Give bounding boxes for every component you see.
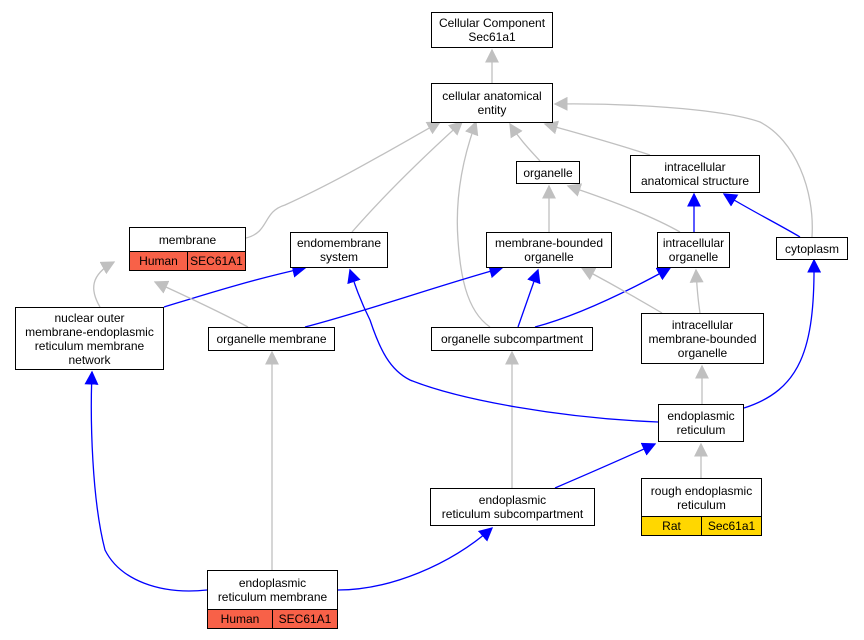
annotation-row: Human SEC61A1 [130, 251, 245, 270]
edge-is-a-orgsub-cae [456, 120, 491, 328]
node-label: organelle [523, 165, 573, 180]
edge-part-of-orgsub-mbo [517, 268, 541, 328]
edge-is-a-cyto-cae [553, 96, 813, 238]
edge-part-of-orgsub-io [534, 267, 672, 328]
node-intracellular-anatomical-structure[interactable]: intracellular anatomical structure [630, 155, 760, 193]
gene-cell: Sec61a1 [701, 517, 761, 535]
edge-is-a-membrane-cae [245, 121, 442, 239]
edge-is-a-imbo-mbo [580, 267, 663, 314]
edge-is-a-endosys-cae [351, 121, 464, 233]
gene-cell: SEC61A1 [187, 252, 245, 270]
edge-is-a-organelle-cae [509, 122, 541, 162]
edge-part-of-er-endosys [347, 268, 659, 423]
node-label: nuclear outer membrane-endoplasmic retic… [25, 310, 154, 367]
node-label: organelle membrane [216, 332, 327, 346]
node-endoplasmic-reticulum[interactable]: endoplasmic reticulum [658, 404, 744, 442]
node-label: Cellular Component Sec61a1 [438, 16, 546, 44]
edge-part-of-nuclear-endosys [163, 263, 307, 308]
node-intracellular-organelle[interactable]: intracellular organelle [657, 232, 730, 268]
edge-is-a-orgmem-membrane [153, 280, 249, 328]
node-cytoplasm[interactable]: cytoplasm [776, 237, 848, 260]
species-cell: Rat [662, 519, 681, 533]
edge-is-a-imbo-io [689, 268, 704, 314]
edge-part-of-ersub-er [554, 442, 657, 489]
node-organelle-membrane[interactable]: organelle membrane [208, 327, 335, 351]
node-endoplasmic-reticulum-membrane[interactable]: endoplasmic reticulum membrane Human SEC… [207, 570, 338, 629]
edge-part-of-ermem-ersub [337, 527, 494, 591]
node-organelle[interactable]: organelle [516, 161, 580, 184]
node-label: endoplasmic reticulum membrane [217, 576, 328, 604]
node-membrane-bounded-organelle[interactable]: membrane-bounded organelle [486, 232, 612, 268]
node-label: endoplasmic reticulum [667, 409, 735, 437]
node-label: cellular anatomical entity [442, 89, 542, 117]
node-cellular-anatomical-entity[interactable]: cellular anatomical entity [431, 83, 553, 123]
node-nuclear-outer-membrane-er-network[interactable]: nuclear outer membrane-endoplasmic retic… [15, 307, 164, 370]
node-label: organelle subcompartment [440, 332, 584, 346]
node-label: membrane-bounded organelle [494, 236, 604, 264]
node-label: cytoplasm [784, 241, 840, 256]
node-intracellular-membrane-bounded-organelle[interactable]: intracellular membrane-bounded organelle [641, 313, 764, 364]
annotation-row: Rat Sec61a1 [642, 516, 761, 535]
node-label: intracellular organelle [662, 236, 725, 264]
species-cell: Human [220, 612, 260, 626]
edges-layer [84, 48, 822, 592]
edge-part-of-er-cyto [743, 258, 822, 409]
gene-cell: SEC61A1 [272, 610, 337, 628]
node-label: intracellular membrane-bounded organelle [648, 317, 757, 360]
node-membrane[interactable]: membrane Human SEC61A1 [129, 227, 246, 271]
node-cellular-component-sec61a1[interactable]: Cellular Component Sec61a1 [431, 12, 553, 48]
edge-is-a-io-organelle [566, 183, 681, 233]
annotation-row: Human SEC61A1 [208, 609, 337, 628]
node-endoplasmic-reticulum-subcompartment[interactable]: endoplasmic reticulum subcompartment [430, 488, 595, 526]
node-label: membrane [158, 232, 217, 247]
node-endomembrane-system[interactable]: endomembrane system [290, 232, 388, 268]
node-label: intracellular anatomical structure [640, 160, 750, 188]
node-rough-endoplasmic-reticulum[interactable]: rough endoplasmic reticulum Rat Sec61a1 [641, 478, 762, 536]
node-label: rough endoplasmic reticulum [650, 483, 753, 512]
node-label: endomembrane system [296, 236, 382, 264]
species-cell: Human [139, 254, 178, 268]
edge-part-of-cyto-ias [722, 193, 801, 238]
node-organelle-subcompartment[interactable]: organelle subcompartment [431, 327, 593, 351]
node-label: endoplasmic reticulum subcompartment [441, 493, 584, 521]
edge-is-a-nuclear-membrane [93, 261, 116, 308]
edge-part-of-orgmem-mbo [304, 264, 504, 328]
edge-part-of-ermem-nuclear [84, 370, 208, 592]
edge-is-a-ias-cae [543, 120, 651, 156]
